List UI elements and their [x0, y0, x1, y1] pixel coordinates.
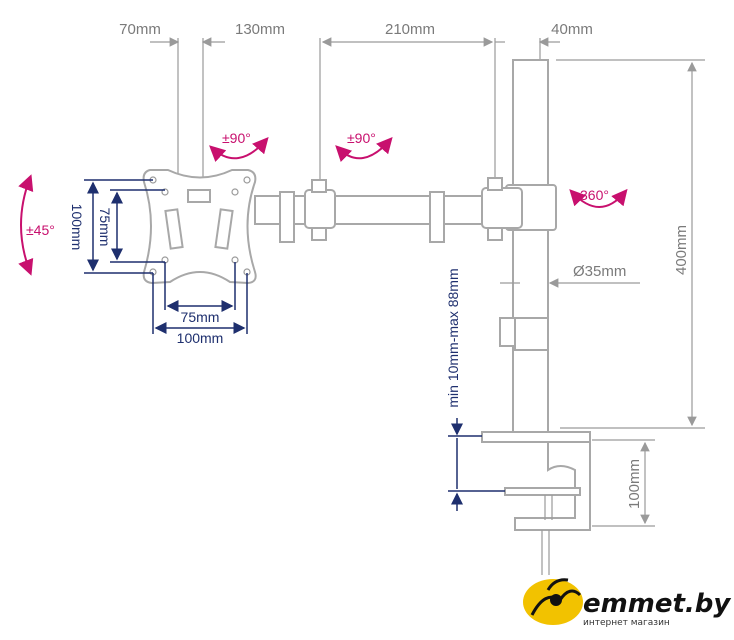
- pole-rotation-label: 360°: [580, 187, 609, 203]
- emmet-logo: emmet.by интернет магазин: [523, 578, 731, 628]
- dim-210mm: 210mm: [385, 21, 435, 38]
- dim-40mm: 40mm: [551, 21, 593, 38]
- pole-diameter: Ø35mm: [500, 263, 640, 288]
- top-dimensions: 70mm 130mm 210mm 40mm: [119, 21, 593, 195]
- dim-400mm: 400mm: [673, 225, 690, 275]
- dim-vesa-vertical-75: 75mm: [97, 208, 113, 247]
- logo-name: emmet.by: [583, 589, 731, 619]
- plate-swivel-label: ±90°: [222, 130, 251, 146]
- dim-vesa-vertical-100: 100mm: [69, 204, 85, 251]
- pole-rotation-arrow-icon: [569, 188, 628, 208]
- dim-vesa-horizontal-75: 75mm: [181, 309, 220, 325]
- clamp-depth-dimension: 100mm: [592, 439, 655, 527]
- tilt-label: ±45°: [26, 222, 55, 238]
- arm: [254, 177, 523, 243]
- dim-70mm: 70mm: [119, 21, 161, 38]
- dim-clamp-100mm: 100mm: [626, 459, 643, 509]
- desk-thickness-dimension: min 10mm-max 88mm: [445, 268, 505, 511]
- plate-swivel-arrow-icon: [209, 136, 269, 163]
- tilt-arrow-icon: [18, 174, 34, 276]
- dim-130mm: 130mm: [235, 21, 285, 38]
- logo-tagline: интернет магазин: [583, 618, 670, 628]
- rotation-indicators: ±45° ±90° ±90° 360°: [18, 130, 628, 276]
- arm-swivel-label: ±90°: [347, 130, 376, 146]
- desk-clamp: [481, 431, 591, 575]
- vesa-dimensions: 100mm 75mm 75mm 100mm: [69, 179, 248, 346]
- dim-vesa-horizontal-100: 100mm: [177, 330, 224, 346]
- height-dimension: 400mm: [556, 59, 705, 429]
- arm-swivel-arrow-icon: [335, 136, 393, 163]
- dim-desk-thickness: min 10mm-max 88mm: [445, 268, 461, 407]
- dim-diameter: Ø35mm: [573, 263, 626, 280]
- pole: [499, 59, 557, 436]
- vesa-plate: [142, 169, 257, 285]
